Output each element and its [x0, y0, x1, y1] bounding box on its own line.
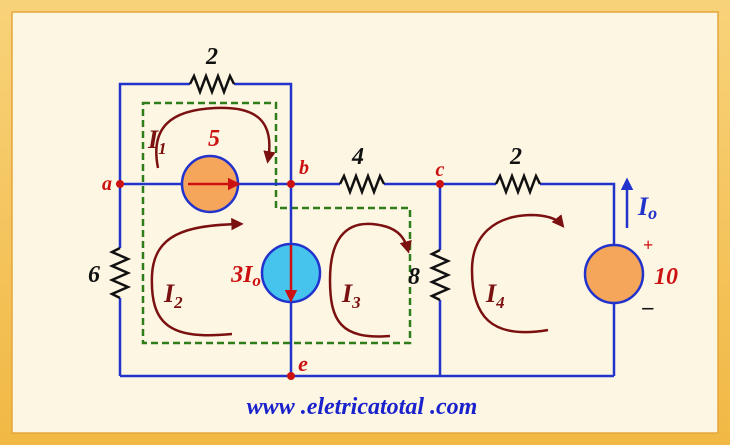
wire-2ohm-right [540, 182, 616, 245]
dependent-source-label: 3Io [230, 262, 261, 290]
mesh-arrow-i3 [328, 222, 412, 338]
resistor-6ohm [108, 246, 132, 300]
resistor-label-2-top: 2 [205, 44, 218, 70]
dependent-source-label-sub: o [252, 271, 261, 290]
voltage-plus-sign: + [643, 235, 653, 255]
node-a-label: a [102, 173, 112, 195]
resistor-2ohm-top [188, 72, 236, 96]
node-e-label: e [298, 351, 308, 376]
mesh-arrow-i2 [150, 217, 244, 337]
node-b-label: b [299, 157, 309, 179]
mesh-label-i3-sub: 3 [351, 293, 361, 312]
mesh-label-i1-sub: 1 [158, 139, 167, 158]
dependent-source-label-main: 3I [230, 262, 254, 288]
voltage-source-10 [583, 243, 645, 305]
node-e-dot [287, 372, 295, 380]
mesh-label-i3: I3 [341, 279, 361, 312]
io-label: Io [637, 192, 657, 223]
mesh-label-i2-sub: 2 [173, 293, 183, 312]
wire-top-left [118, 82, 190, 184]
resistor-2ohm-right [494, 172, 542, 196]
node-b-dot [287, 180, 295, 188]
current-source-5-label: 5 [208, 126, 220, 152]
wire-top-right [234, 82, 293, 184]
mesh-label-i4: I4 [485, 279, 505, 312]
resistor-4ohm [338, 172, 386, 196]
voltage-minus-sign: – [642, 294, 654, 319]
supermesh-dashed-boundary [141, 101, 412, 345]
inner-panel [11, 11, 719, 434]
node-c-dot [436, 180, 444, 188]
mesh-label-i1: I1 [147, 125, 167, 158]
mesh-label-i1-main: I [147, 125, 159, 154]
mesh-label-i2-main: I [163, 279, 175, 308]
mesh-arrow-i4 [470, 213, 565, 334]
voltage-source-label: 10 [654, 264, 678, 290]
resistor-label-6: 6 [88, 262, 100, 288]
mesh-label-i4-main: I [485, 279, 497, 308]
mesh-arrow-i1 [155, 106, 276, 169]
resistor-label-8: 8 [408, 264, 420, 290]
mesh-label-i4-sub: 4 [495, 293, 505, 312]
io-label-main: I [637, 192, 649, 221]
node-c-label: c [436, 159, 445, 181]
io-label-sub: o [648, 203, 657, 223]
resistor-label-4: 4 [351, 144, 364, 170]
mesh-label-i2: I2 [163, 279, 183, 312]
footer-url[interactable]: www .eletricatotal .com [247, 394, 478, 420]
resistor-label-2-right: 2 [509, 144, 522, 170]
resistor-8ohm [428, 248, 452, 302]
node-a-dot [116, 180, 124, 188]
mesh-label-i3-main: I [341, 279, 353, 308]
wires [118, 82, 616, 378]
